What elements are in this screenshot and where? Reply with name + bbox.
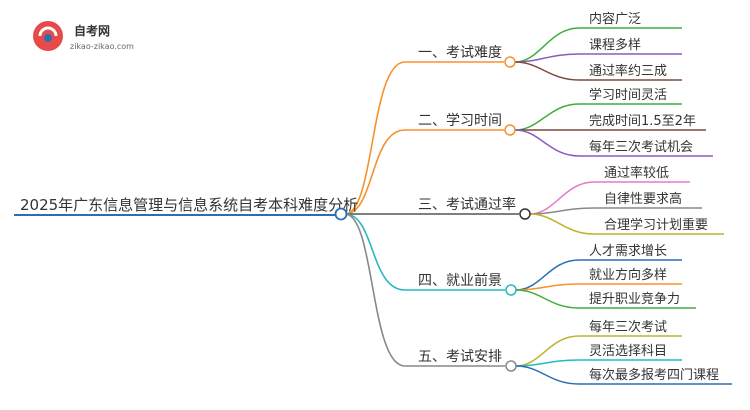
logo-url: zikao-zikao.com — [70, 42, 134, 51]
leaf-label: 每年三次考试机会 — [589, 139, 693, 155]
root-node-circle[interactable] — [334, 207, 348, 221]
leaf-edge — [514, 53, 682, 63]
mindmap-nodes: 2025年广东信息管理与信息系统自考本科难度分析 一、考试难度 内容广泛课程多样通过… — [20, 11, 719, 383]
logo-arc-icon — [38, 26, 58, 37]
branch-edge — [344, 61, 504, 215]
branch-label: 二、学习时间 — [418, 113, 502, 129]
leaf-edge — [529, 181, 690, 215]
leaf-label: 合理学习计划重要 — [604, 217, 708, 233]
leaf-label: 内容广泛 — [589, 11, 641, 27]
leaf-label: 每次最多报考四门课程 — [589, 367, 719, 383]
leaf-edge — [514, 27, 682, 63]
branch-label: 四、就业前景 — [418, 272, 502, 289]
leaf-edge — [529, 207, 702, 215]
logo-dot-icon — [44, 34, 52, 42]
branch-label: 一、考试难度 — [418, 45, 502, 61]
leaf-edge — [514, 129, 713, 157]
leaf-edge — [515, 289, 696, 309]
leaf-edge — [514, 61, 682, 81]
site-logo[interactable]: 自考网 zikao-zikao.com — [33, 21, 134, 51]
branch-edge — [344, 213, 505, 291]
leaf-edge — [515, 283, 682, 291]
leaf-edge — [529, 213, 724, 235]
branch-node-circle[interactable] — [504, 124, 516, 136]
leaf-edge — [515, 365, 732, 385]
branch-node-circle[interactable] — [504, 56, 516, 68]
mindmap-edges — [14, 27, 732, 385]
leaf-edge — [515, 359, 682, 367]
leaf-label: 通过率约三成 — [589, 63, 667, 79]
leaf-edge — [514, 103, 682, 131]
leaf-label: 每年三次考试 — [589, 319, 667, 335]
leaf-label: 自律性要求高 — [604, 191, 682, 207]
leaf-label: 灵活选择科目 — [589, 344, 667, 359]
leaf-label: 课程多样 — [589, 37, 641, 53]
leaf-label: 就业方向多样 — [589, 267, 667, 283]
leaf-label: 学习时间灵活 — [589, 87, 667, 103]
branch-label: 五、考试安排 — [418, 349, 502, 365]
branch-node-circle[interactable] — [505, 284, 517, 296]
branch-label: 三、考试通过率 — [418, 196, 516, 213]
branch-edge — [344, 213, 505, 367]
leaf-label: 完成时间1.5至2年 — [589, 114, 696, 129]
root-topic: 2025年广东信息管理与信息系统自考本科难度分析 — [20, 196, 358, 214]
branch-edge — [344, 129, 504, 215]
leaf-label: 人才需求增长 — [589, 244, 667, 259]
branch-node-circle[interactable] — [505, 360, 517, 372]
logo-title: 自考网 — [74, 23, 110, 38]
branch-node-circle[interactable] — [519, 208, 531, 220]
leaf-edge — [515, 259, 682, 291]
leaf-label: 提升职业竞争力 — [589, 291, 680, 307]
leaf-label: 通过率较低 — [604, 165, 669, 181]
leaf-edge — [515, 335, 682, 367]
